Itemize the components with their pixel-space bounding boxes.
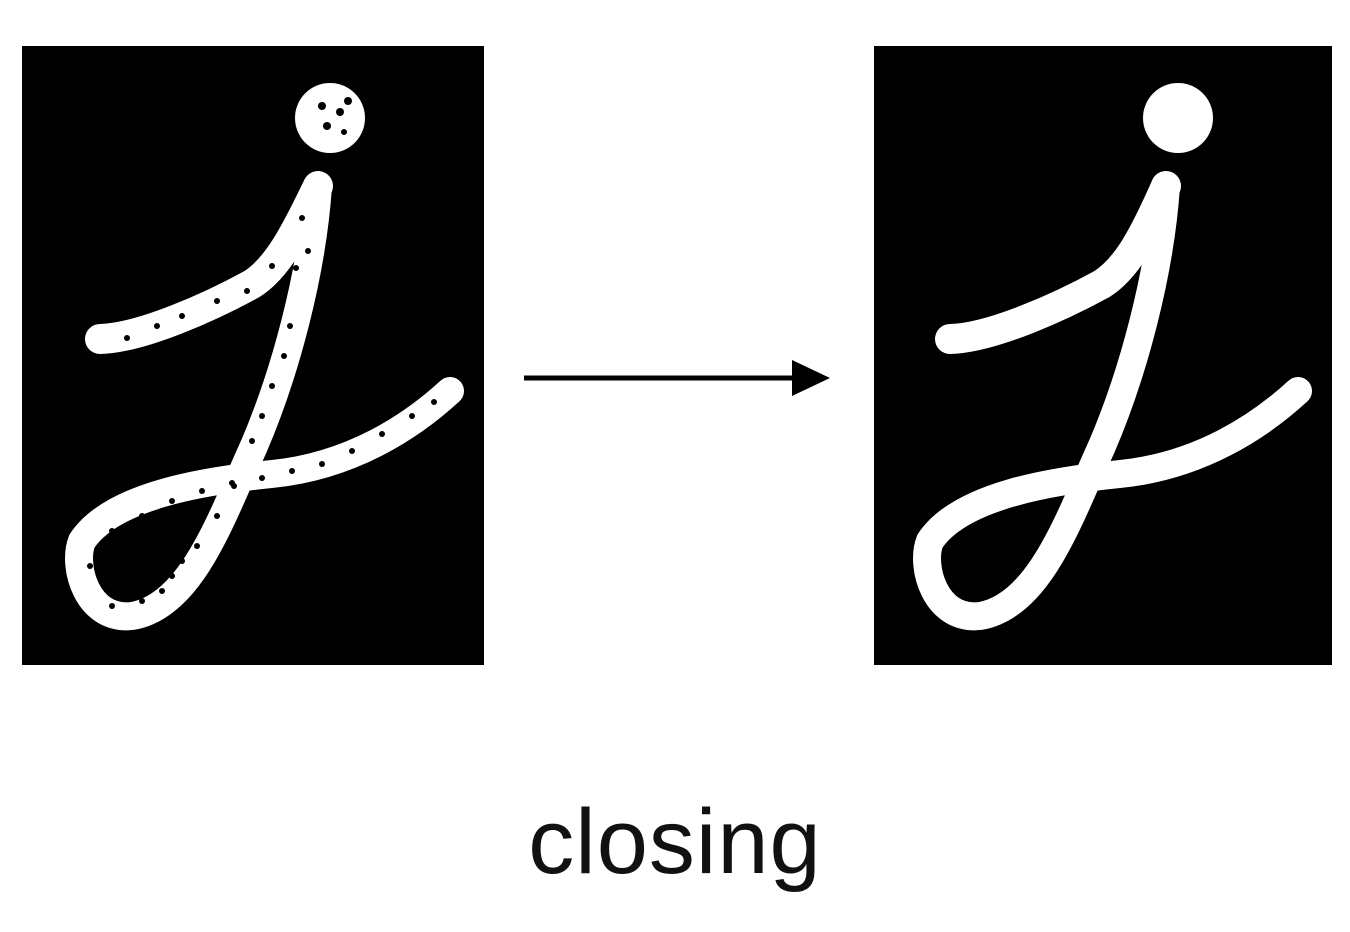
after-image	[874, 46, 1332, 665]
caption: closing	[528, 791, 822, 893]
noisy-letter-j	[65, 83, 464, 631]
right-arrow-icon	[524, 360, 830, 396]
closed-letter-j	[913, 83, 1312, 631]
before-image	[22, 46, 484, 665]
